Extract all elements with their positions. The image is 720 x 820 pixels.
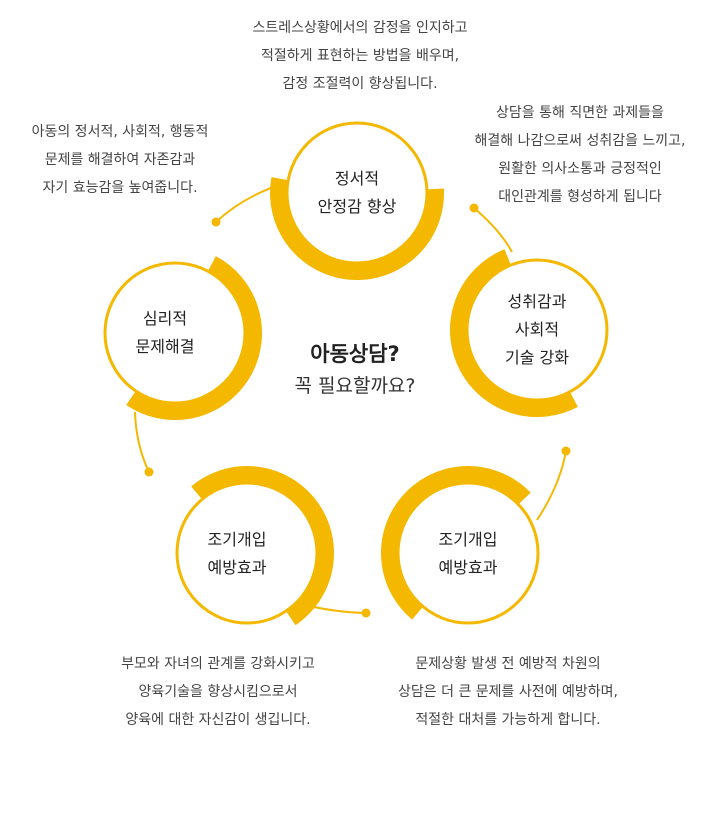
description-top-right: 상담을 통해 직면한 과제들을 해결해 나감으로써 성취감을 느끼고, 원활한 … bbox=[440, 99, 720, 211]
description-line: 상담은 더 큰 문제를 사전에 예방하며, bbox=[398, 684, 618, 700]
description-line: 자기 효능감을 높여줍니다. bbox=[42, 180, 198, 196]
description-line: 아동의 정서적, 사회적, 행동적 bbox=[31, 124, 209, 140]
node-label-line: 심리적 bbox=[142, 309, 188, 328]
node-ring-emotional-arc bbox=[270, 106, 444, 280]
node-ring-prevention bbox=[396, 481, 540, 625]
node-label-line: 예방효과 bbox=[207, 558, 267, 577]
node-label-psychological: 심리적 문제해결 bbox=[95, 305, 235, 361]
node-label-emotional: 정서적 안정감 향상 bbox=[287, 165, 427, 221]
connector-dot bbox=[469, 203, 479, 213]
description-bottom-right: 문제상황 발생 전 예방적 차원의 상담은 더 큰 문제를 사전에 예방하며, … bbox=[358, 650, 658, 734]
connector-dot bbox=[211, 217, 221, 227]
connector-dot bbox=[561, 446, 571, 456]
node-label-line: 조기개입 bbox=[438, 530, 498, 549]
description-top: 스트레스상황에서의 감정을 인지하고 적절하게 표현하는 방법을 배우며, 감정… bbox=[200, 14, 520, 98]
node-label-line: 문제해결 bbox=[135, 337, 195, 356]
node-label-line: 성취감과 bbox=[507, 292, 567, 311]
node-ring-psychological bbox=[103, 261, 247, 405]
node-label-line: 안정감 향상 bbox=[317, 197, 397, 216]
connector-psychological-parenting bbox=[134, 411, 150, 473]
description-line: 문제를 해결하여 자존감과 bbox=[44, 152, 196, 168]
node-label-line: 예방효과 bbox=[438, 558, 498, 577]
description-line: 스트레스상황에서의 감정을 인지하고 bbox=[252, 20, 468, 36]
node-label-parenting: 조기개입 예방효과 bbox=[167, 526, 307, 582]
center-question: 아동상담? 꼭 필요할까요? bbox=[250, 338, 460, 402]
node-label-line: 기술 강화 bbox=[505, 348, 569, 367]
node-label-social: 성취감과 사회적 기술 강화 bbox=[467, 288, 607, 372]
description-line: 대인관계를 형성하게 됩니다 bbox=[498, 189, 662, 205]
description-line: 상담을 통해 직면한 과제들을 bbox=[496, 105, 664, 121]
node-label-line: 정서적 bbox=[334, 169, 380, 188]
description-line: 해결해 나감으로써 성취감을 느끼고, bbox=[474, 133, 686, 149]
description-line: 양육에 대한 자신감이 생깁니다. bbox=[125, 712, 311, 728]
connector-dot bbox=[144, 467, 154, 477]
description-line: 문제상황 발생 전 예방적 차원의 bbox=[415, 656, 601, 672]
description-bottom-left: 부모와 자녀의 관계를 강화시키고 양육기술을 향상시킴으로서 양육에 대한 자… bbox=[78, 650, 358, 734]
connector-dot bbox=[361, 608, 371, 618]
description-line: 양육기술을 향상시킴으로서 bbox=[138, 684, 298, 700]
node-ring-social-arc bbox=[450, 243, 624, 417]
connector-emotional-social bbox=[473, 207, 513, 253]
node-ring-parenting-arc bbox=[160, 466, 334, 640]
node-label-line: 사회적 bbox=[514, 320, 560, 339]
node-ring-psychological-arc bbox=[87, 246, 262, 420]
description-line: 적절한 대처를 가능하게 합니다. bbox=[415, 712, 601, 728]
description-line: 원활한 의사소통과 긍정적인 bbox=[498, 161, 662, 177]
node-ring-parenting bbox=[175, 481, 319, 625]
center-title: 아동상담? bbox=[310, 342, 400, 366]
node-ring-emotional bbox=[285, 121, 429, 265]
center-subtitle: 꼭 필요할까요? bbox=[294, 375, 416, 397]
description-top-left: 아동의 정서적, 사회적, 행동적 문제를 해결하여 자존감과 자기 효능감을 … bbox=[0, 118, 240, 202]
connector-social-prevention bbox=[536, 450, 567, 521]
description-line: 감정 조절력이 향상됩니다. bbox=[282, 76, 438, 92]
node-label-line: 조기개입 bbox=[207, 530, 267, 549]
description-line: 부모와 자녀의 관계를 강화시키고 bbox=[121, 656, 315, 672]
description-line: 적절하게 표현하는 방법을 배우며, bbox=[260, 48, 460, 64]
node-ring-prevention-arc bbox=[381, 466, 555, 640]
node-ring-social bbox=[465, 258, 609, 402]
node-label-prevention: 조기개입 예방효과 bbox=[398, 526, 538, 582]
